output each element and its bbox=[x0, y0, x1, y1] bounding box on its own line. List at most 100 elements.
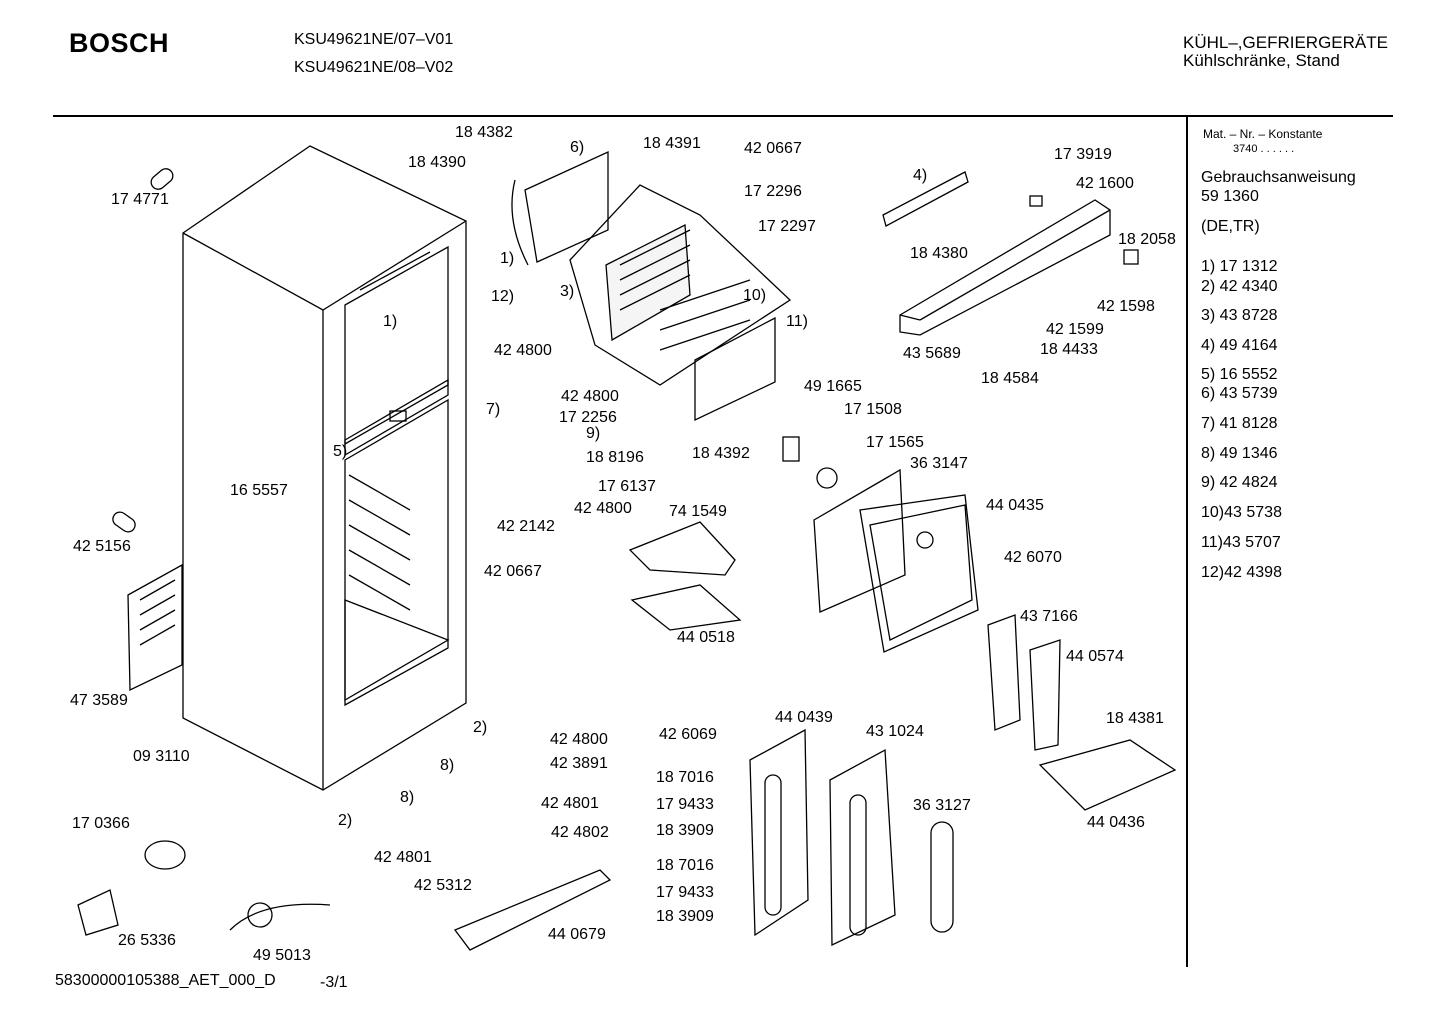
brand-logo: BOSCH bbox=[69, 28, 170, 58]
part-label: 42 0667 bbox=[744, 140, 802, 157]
part-label: 49 1665 bbox=[804, 378, 862, 395]
constant-value: 3740 . . . . . . bbox=[1233, 143, 1295, 155]
legend-item: 8) 49 1346 bbox=[1201, 445, 1278, 462]
part-label: 8) bbox=[440, 757, 455, 774]
legend-item: 12)42 4398 bbox=[1201, 564, 1282, 581]
condenser-and-small-parts bbox=[77, 168, 331, 936]
part-label: 44 0518 bbox=[677, 629, 735, 646]
part-label: 1) bbox=[383, 313, 398, 330]
control-panel bbox=[882, 171, 1139, 336]
part-label: 09 3110 bbox=[133, 748, 190, 765]
part-label: 18 7016 bbox=[656, 857, 714, 874]
part-label: 18 4584 bbox=[981, 370, 1039, 387]
part-label: 6) bbox=[570, 139, 585, 156]
part-label: 42 4802 bbox=[551, 824, 609, 841]
constant-label: Mat. – Nr. – Konstante bbox=[1203, 127, 1323, 141]
part-label: 18 7016 bbox=[656, 769, 714, 786]
part-label: 36 3147 bbox=[910, 455, 968, 472]
part-label: 74 1549 bbox=[669, 503, 727, 520]
part-label: 26 5336 bbox=[118, 932, 176, 949]
part-label: 44 0439 bbox=[775, 709, 833, 726]
part-label: 18 4381 bbox=[1106, 710, 1164, 727]
part-label: 47 3589 bbox=[70, 692, 128, 709]
part-label: 18 4380 bbox=[910, 245, 968, 262]
part-label: 17 4771 bbox=[111, 191, 169, 208]
part-label: 18 4392 bbox=[692, 445, 750, 462]
legend-item: 10)43 5738 bbox=[1201, 504, 1282, 521]
shelf-parts bbox=[453, 521, 742, 951]
part-label: 17 6137 bbox=[598, 478, 656, 495]
part-label: 2) bbox=[473, 719, 488, 736]
part-label: 42 3891 bbox=[550, 755, 608, 772]
part-label: 8) bbox=[400, 789, 415, 806]
cover-panel bbox=[694, 316, 776, 422]
legend-item: 1) 17 1312 bbox=[1201, 258, 1278, 275]
legend-item: 3) 43 8728 bbox=[1201, 307, 1278, 324]
part-label: 9) bbox=[586, 425, 601, 442]
model-number-2: KSU49621NE/08–V02 bbox=[294, 59, 454, 76]
refrigerator-cabinet bbox=[182, 145, 467, 791]
part-label: 12) bbox=[491, 288, 515, 305]
legend-item: 6) 43 5739 bbox=[1201, 385, 1278, 402]
part-label: 17 3919 bbox=[1054, 146, 1112, 163]
legend-item: 7) 41 8128 bbox=[1201, 415, 1278, 432]
page-number: -3/1 bbox=[320, 974, 348, 991]
part-label: 11) bbox=[786, 313, 808, 330]
document-id: 58300000105388_AET_000_D bbox=[55, 972, 276, 989]
part-label: 17 2256 bbox=[559, 409, 617, 426]
header-divider bbox=[53, 115, 1393, 117]
part-label: 42 5312 bbox=[414, 877, 472, 894]
part-label: 42 1600 bbox=[1076, 175, 1134, 192]
part-label: 49 5013 bbox=[253, 947, 311, 964]
part-label: 18 4382 bbox=[455, 124, 513, 141]
part-label: 16 5557 bbox=[230, 482, 288, 499]
part-label: 2) bbox=[338, 812, 353, 829]
sidebar-divider bbox=[1186, 115, 1188, 967]
part-label: 17 9433 bbox=[656, 884, 714, 901]
door-liner-parts bbox=[749, 614, 1177, 947]
part-label: 17 1565 bbox=[866, 434, 924, 451]
part-label: 18 2058 bbox=[1118, 231, 1176, 248]
part-label: 3) bbox=[560, 283, 575, 300]
part-label: 42 4801 bbox=[541, 795, 599, 812]
legend-item: 2) 42 4340 bbox=[1201, 278, 1278, 295]
evaporator-assembly bbox=[511, 150, 792, 386]
legend-item: 11)43 5707 bbox=[1201, 534, 1281, 551]
fan-cover-plates bbox=[782, 436, 979, 653]
part-label: 42 4800 bbox=[574, 500, 632, 517]
part-label: 44 0574 bbox=[1066, 648, 1124, 665]
part-label: 18 3909 bbox=[656, 822, 714, 839]
part-label: 43 1024 bbox=[866, 723, 924, 740]
part-label: 43 7166 bbox=[1020, 608, 1078, 625]
part-label: 42 4800 bbox=[494, 342, 552, 359]
part-label: 43 5689 bbox=[903, 345, 961, 362]
part-label: 10) bbox=[743, 287, 767, 304]
part-label: 42 4800 bbox=[561, 388, 619, 405]
part-label: 44 0436 bbox=[1087, 814, 1145, 831]
part-label: 42 2142 bbox=[497, 518, 555, 535]
part-label: 42 0667 bbox=[484, 563, 542, 580]
part-label: 18 4390 bbox=[408, 154, 466, 171]
part-label: 42 4801 bbox=[374, 849, 432, 866]
part-label: 17 9433 bbox=[656, 796, 714, 813]
legend-item: 5) 16 5552 bbox=[1201, 366, 1278, 383]
part-label: 42 5156 bbox=[73, 538, 131, 555]
part-label: 17 2297 bbox=[758, 218, 816, 235]
part-label: 4) bbox=[913, 167, 928, 184]
part-label: 17 2296 bbox=[744, 183, 802, 200]
part-label: 44 0679 bbox=[548, 926, 606, 943]
category-title: KÜHL–,GEFRIERGERÄTE bbox=[1183, 33, 1388, 52]
part-label: 42 1599 bbox=[1046, 321, 1104, 338]
part-label: 18 4433 bbox=[1040, 341, 1098, 358]
part-label: 42 6069 bbox=[659, 726, 717, 743]
part-label: 18 3909 bbox=[656, 908, 714, 925]
part-label: 42 1598 bbox=[1097, 298, 1155, 315]
part-label: 44 0435 bbox=[986, 497, 1044, 514]
model-number-1: KSU49621NE/07–V01 bbox=[294, 31, 454, 48]
part-label: 17 1508 bbox=[844, 401, 902, 418]
legend-item: 4) 49 4164 bbox=[1201, 337, 1278, 354]
part-label: 7) bbox=[486, 401, 501, 418]
part-label: 42 4800 bbox=[550, 731, 608, 748]
manual-label: Gebrauchsanweisung bbox=[1201, 169, 1356, 186]
